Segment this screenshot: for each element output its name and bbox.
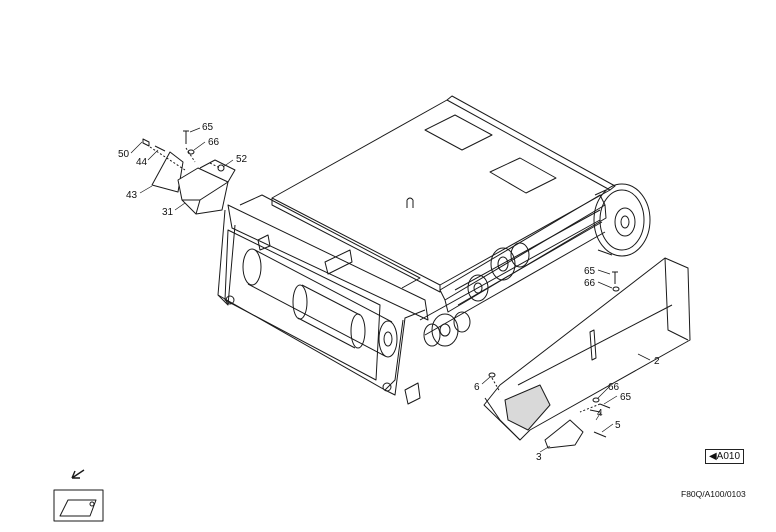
part-52-nut [217, 164, 225, 172]
pulley-drive [423, 183, 651, 347]
callout-31: 31 [162, 207, 174, 218]
callout-66-right: 66 [584, 278, 596, 289]
callout-5: 5 [615, 420, 621, 431]
part-66-washer-lower [592, 397, 600, 403]
part-66-washer-right [612, 286, 620, 292]
part-65-bolt-lower [599, 403, 611, 409]
part-3-hinge-plate [504, 384, 551, 431]
part-31-housing [177, 167, 229, 215]
part-65-bolt-right [612, 271, 618, 284]
upper-left-exploded-parts [142, 130, 236, 215]
callout-4: 4 [597, 408, 603, 419]
orientation-icon [53, 469, 104, 522]
part-4-pin [589, 409, 601, 413]
roller-assembly [242, 248, 421, 405]
part-43-plate [151, 151, 184, 193]
callout-52: 52 [236, 154, 248, 165]
callout-50: 50 [118, 149, 130, 160]
reference-arrow-icon: ◀ [708, 451, 717, 462]
callout-66-lower: 66 [608, 382, 620, 393]
right-cover-exploded-parts [483, 257, 691, 449]
callout-labels: 65 66 50 44 52 43 31 65 66 6 66 65 4 5 3… [118, 122, 660, 463]
callout-2: 2 [654, 356, 660, 367]
frame-assembly [217, 95, 616, 396]
part-6-washer [488, 372, 496, 378]
callout-3: 3 [536, 452, 542, 463]
callout-43: 43 [126, 190, 138, 201]
callout-6: 6 [474, 382, 480, 393]
leader-lines [130, 127, 651, 453]
callout-66-upper: 66 [208, 137, 220, 148]
callout-65-lower: 65 [620, 392, 632, 403]
callout-65-right: 65 [584, 266, 596, 277]
part-44-pin [154, 145, 166, 152]
reference-tag-text: A010 [716, 451, 741, 462]
callout-44: 44 [136, 157, 148, 168]
part-65-bolt [183, 130, 189, 144]
document-code: F80Q/A100/0103 [681, 489, 746, 499]
part-3-lower-plate [544, 419, 584, 449]
part-50-bolt [142, 138, 150, 147]
callout-65-upper: 65 [202, 122, 214, 133]
part-5-bolt [593, 431, 607, 438]
reference-tag: ◀A010 [705, 449, 744, 464]
